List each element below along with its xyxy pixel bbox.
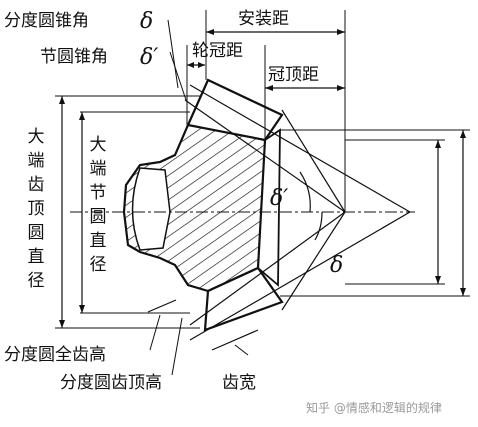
extension-lines [55,10,470,329]
gear-section [122,78,284,332]
outer-tip-diameter-char: 端 [28,151,45,171]
crown-distance-label: 轮冠距 [192,41,243,61]
gear-web-line [257,128,281,287]
leader-face-width [234,344,249,356]
outer-tip-diameter-char: 径 [28,271,45,291]
arrow-right-inner-bottom [435,276,441,284]
outer-pitch-diameter-char: 端 [90,159,107,179]
mounting-distance-label: 安装距 [238,9,289,29]
arrow-od-bottom [59,320,65,328]
arrow-right-inner-top [435,140,441,148]
watermark: 知乎 @情感和逻辑的规律 [306,400,442,415]
outer-pitch-diameter-char: 大 [90,135,107,155]
leader-addendum [171,317,183,376]
lower-back-cone-line [281,211,346,311]
cone-lines [184,84,411,341]
leader-lines [149,19,249,376]
outer-pitch-diameter-char: 圆 [90,207,107,227]
leader-root-cone-angle [169,51,187,101]
face-width-dim-line [211,329,259,351]
leader-whole-depth [149,314,161,351]
crown-to-tip-label: 冠顶距 [268,65,319,85]
whole-depth-dim-line [147,299,177,313]
outer-tip-diameter-char: 齿 [28,175,45,195]
delta-prime-arc [299,171,311,213]
root-cone-angle-label: 节圆锥角 [40,47,108,67]
outer-tip-diameter-char: 直 [28,247,45,267]
upper-pitch-cone-line [189,84,411,213]
delta-prime-symbol: δ′ [270,186,288,211]
arrowheads [59,29,466,328]
gear-bore [131,167,171,251]
arrow-pd-top [79,112,85,120]
arrow-mount-left [206,29,214,35]
delta-symbol: δ [330,253,343,278]
face-width-label: 齿宽 [222,373,256,393]
whole-depth-label: 分度圆全齿高 [4,345,106,365]
lower-tooth [203,266,284,332]
outer-tip-diameter-char: 圆 [28,223,45,243]
arrow-right-outer-top [460,130,466,138]
pitch-cone-angle-label: 分度圆锥角 [4,11,89,31]
addendum-label: 分度圆齿顶高 [60,373,162,393]
dimension-lines [61,31,464,351]
outer-pitch-diameter-label: 大 端 节 圆 直 径 [90,135,107,275]
outer-pitch-diameter-char: 节 [90,183,107,203]
outer-tip-diameter-char: 顶 [28,199,45,219]
arrow-crown-left [187,62,194,68]
upper-root-cone-line [184,99,346,213]
outer-pitch-diameter-char: 径 [90,255,107,275]
arrow-pd-bottom [79,305,85,313]
outer-tip-diameter-char: 大 [28,127,45,147]
arrow-crown-right [198,62,205,68]
root-cone-angle-symbol: δ′ [140,45,158,70]
arrow-mount-right [337,29,345,35]
outer-pitch-diameter-char: 直 [90,231,107,251]
lower-pitch-cone-line [189,211,411,341]
arrow-tip-right [337,85,345,91]
outer-tip-diameter-label: 大 端 齿 顶 圆 直 径 [28,127,45,291]
arrow-od-top [59,96,65,104]
arrow-right-outer-bottom [460,288,466,296]
leader-pitch-cone-angle [167,19,179,89]
upper-back-cone-line [281,109,346,213]
arrow-tip-left [265,85,273,91]
pitch-cone-angle-symbol: δ [140,9,153,34]
delta-arc [314,211,323,241]
